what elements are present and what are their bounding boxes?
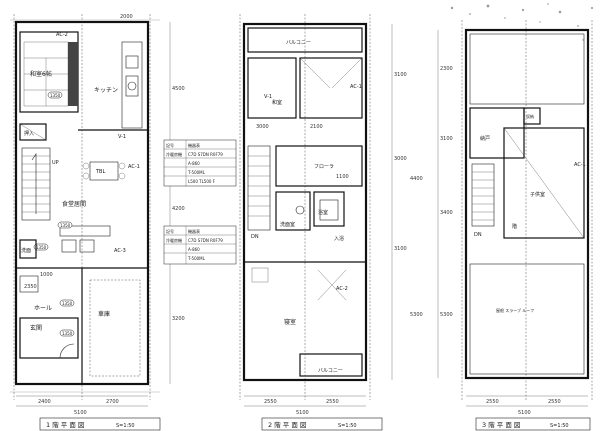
- dim-3f-s4: 5300: [440, 312, 453, 318]
- room-nando-3f: 納戸: [480, 135, 490, 142]
- scan-smudge: [450, 3, 593, 41]
- room-senmen-1f: 洗面: [21, 247, 31, 254]
- svg-text:T-500ML: T-500ML: [187, 256, 206, 261]
- plan-3f: 納戸 収納 DN 子供室 AC-1 階 屋根 スラーブ ルーフ 2550 255…: [437, 20, 593, 431]
- dim-2f-s3: 3100: [394, 246, 407, 252]
- room-washitsu-2f: 和室: [272, 99, 282, 106]
- room-yokushitsu-2f: 浴室: [318, 209, 328, 216]
- stairs-1f: [22, 153, 50, 214]
- tag-dn-3f: DN: [474, 232, 482, 238]
- room-balcony-bottom-2f: バルコニー: [318, 368, 343, 374]
- room-washitsu-1f: 和室6帖: [30, 70, 52, 78]
- plan-1f: 和室6帖 押入 キッチン UP TBL: [10, 14, 237, 431]
- room-shinshitsu-2f: 寝室: [284, 318, 296, 326]
- dim-2f-b3: 5100: [296, 410, 309, 416]
- svg-text:機器表: 機器表: [188, 142, 200, 148]
- dim-1f-s1: 4500: [172, 86, 185, 92]
- dim-3f-b1: 2550: [486, 399, 499, 405]
- plan-3f-title: 3 階 平 面 図: [482, 420, 520, 429]
- tag-ac2-2f: AC-2: [336, 286, 348, 292]
- plan-2f: バルコニー 和室 V-1 AC-1 DN フローラ 洗面室 浴室 入浴: [239, 14, 423, 431]
- dim-2f-s1: 3100: [394, 72, 407, 78]
- tag-ac2-1f: AC-2: [56, 32, 68, 38]
- room-shako-1f: 車庫: [98, 310, 110, 318]
- svg-text:記号: 記号: [166, 142, 174, 148]
- tag-v1-1f: V-1: [118, 134, 126, 140]
- tag-ac1-2f: AC-1: [350, 84, 362, 90]
- room-kodomo-3f: 子供室: [530, 191, 545, 198]
- svg-text:C7D S7DN R0F79: C7D S7DN R0F79: [188, 152, 223, 157]
- badge-group-1f: 1350 1350 1350 1350 1350: [33, 91, 75, 337]
- room-genkan-1f: 玄関: [30, 324, 42, 332]
- plan-2f-scale: S=1:50: [338, 423, 357, 429]
- room-shuunou-3f: 収納: [526, 113, 534, 119]
- tag-up-1f: UP: [52, 160, 59, 166]
- dim-2f-b1: 2550: [264, 399, 277, 405]
- room-balcony-top-2f: バルコニー: [286, 40, 311, 46]
- tag-dn-2f: DN: [251, 234, 259, 240]
- svg-text:T-500ML: T-500ML: [187, 170, 206, 175]
- dim-2f-t1: 3000: [256, 124, 269, 130]
- dim-1f-s5: 2350: [24, 284, 37, 290]
- room-oshiire-1f: 押入: [24, 130, 34, 137]
- equipment-table-2: 記号 機器表 冷暖房機 C7D S7DN R0F79 A-860 T-500ML: [163, 225, 237, 265]
- dim-1f-s4: 2000: [120, 14, 133, 20]
- plan-2f-title: 2 階 平 面 図: [268, 420, 306, 429]
- svg-text:機器表: 機器表: [188, 228, 200, 234]
- dim-2f-t3: 1100: [336, 174, 349, 180]
- dim-1f-b3: 5100: [74, 410, 87, 416]
- badge-4: 1350: [62, 331, 73, 336]
- svg-text:記号: 記号: [166, 228, 174, 234]
- dim-1f-s6: 1000: [40, 272, 53, 278]
- room-nyuuyoku-2f: 入浴: [334, 235, 344, 242]
- badge-5: 1350: [36, 245, 47, 250]
- tag-ac1-3f: AC-1: [574, 162, 586, 168]
- dim-1f-s2: 4200: [172, 206, 185, 212]
- dim-3f-b2: 2550: [548, 399, 561, 405]
- dim-3f-s1: 2300: [440, 66, 453, 72]
- dim-1f-b1: 2400: [38, 399, 51, 405]
- room-kai-3f: 階: [512, 223, 517, 230]
- svg-text:A-860: A-860: [188, 247, 200, 252]
- table-text-1f: TBL: [95, 169, 105, 175]
- room-shokudo-1f: 食堂居間: [62, 200, 86, 208]
- svg-text:L500 TL500 F: L500 TL500 F: [188, 179, 216, 184]
- dim-3f-s2: 3100: [440, 136, 453, 142]
- dim-2f-t2: 2100: [310, 124, 323, 130]
- tag-v1-2f: V-1: [264, 94, 272, 100]
- room-yane-3f: 屋根 スラーブ ルーフ: [496, 307, 534, 313]
- stairs-3f: [472, 171, 494, 221]
- stairs-2f: [248, 155, 270, 217]
- svg-text:A-860: A-860: [188, 161, 200, 166]
- svg-text:C7D S7DN R0F79: C7D S7DN R0F79: [188, 238, 223, 243]
- dim-2f-s5: 5300: [410, 312, 423, 318]
- dim-1f-s3: 3200: [172, 316, 185, 322]
- equipment-table-1: 記号 機器表 冷暖房機 C7D S7DN R0F79 A-860 T-500ML…: [163, 139, 237, 187]
- plan-1f-scale: S=1:50: [116, 423, 135, 429]
- dim-3f-b3: 5100: [518, 410, 531, 416]
- svg-text:冷暖房機: 冷暖房機: [166, 151, 182, 157]
- dim-2f-s2: 3000: [394, 156, 407, 162]
- badge-3: 1350: [62, 301, 73, 306]
- dim-2f-s4: 4400: [410, 176, 423, 182]
- plan-3f-scale: S=1:50: [550, 423, 569, 429]
- room-kitchen-1f: キッチン: [94, 87, 118, 94]
- room-senmen-2f: 洗面室: [280, 221, 295, 228]
- tag-ac3-1f: AC-3: [114, 248, 126, 254]
- room-hall-1f: ホール: [34, 305, 52, 312]
- dim-1f-b2: 2700: [106, 399, 119, 405]
- tag-ac1-1f: AC-1: [128, 164, 140, 170]
- badge-2: 1350: [60, 223, 71, 228]
- room-furo-2f: フローラ: [314, 164, 334, 170]
- svg-text:冷暖房機: 冷暖房機: [166, 237, 182, 243]
- dim-3f-s3: 3400: [440, 210, 453, 216]
- dim-2f-b2: 2550: [326, 399, 339, 405]
- plan-1f-title: 1 階 平 面 図: [46, 420, 84, 429]
- badge-1: 1350: [50, 93, 61, 98]
